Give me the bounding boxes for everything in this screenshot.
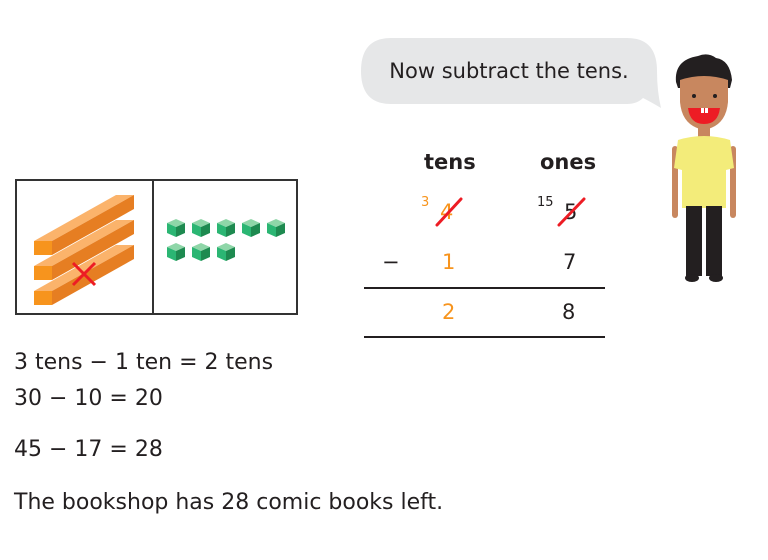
ones-cube bbox=[242, 219, 260, 237]
speech-bubble-text: Now subtract the tens. bbox=[389, 59, 629, 83]
base-ten-divider bbox=[152, 179, 154, 315]
minus-operator: − bbox=[382, 250, 400, 274]
ones-cube bbox=[167, 243, 185, 261]
subtrahend-tens-digit: 1 bbox=[442, 250, 456, 274]
result-ones-digit: 8 bbox=[562, 300, 576, 324]
tens-regrouped-digit: 3 bbox=[421, 195, 430, 210]
cross-out-icon bbox=[71, 261, 97, 287]
answer-rule-top bbox=[364, 287, 605, 289]
tens-column-header: tens bbox=[424, 150, 476, 174]
ones-regrouped-digit: 15 bbox=[537, 195, 554, 210]
conclusion-text: The bookshop has 28 comic books left. bbox=[14, 490, 444, 515]
ones-column-header: ones bbox=[540, 150, 597, 174]
subtrahend-ones-digit: 7 bbox=[563, 250, 577, 274]
ones-cube bbox=[217, 243, 235, 261]
ones-cube bbox=[167, 219, 185, 237]
speech-bubble: Now subtract the tens. bbox=[361, 36, 661, 108]
ones-strike-mark bbox=[557, 197, 586, 227]
ones-cube bbox=[192, 219, 210, 237]
ones-cube bbox=[267, 219, 285, 237]
ones-cube bbox=[217, 219, 235, 237]
tens-rods bbox=[34, 195, 134, 305]
result-tens-digit: 2 bbox=[442, 300, 456, 324]
answer-rule-bottom bbox=[364, 336, 605, 338]
boy-character bbox=[664, 50, 744, 290]
speech-bubble-shape bbox=[361, 38, 661, 108]
tens-strike-mark bbox=[435, 197, 463, 227]
working-line-2: 30 − 10 = 20 bbox=[14, 386, 163, 411]
working-line-3: 45 − 17 = 28 bbox=[14, 437, 163, 462]
ones-cube bbox=[192, 243, 210, 261]
working-line-1: 3 tens − 1 ten = 2 tens bbox=[14, 350, 274, 375]
ones-cubes bbox=[167, 219, 285, 261]
base-ten-model-box bbox=[15, 179, 298, 315]
